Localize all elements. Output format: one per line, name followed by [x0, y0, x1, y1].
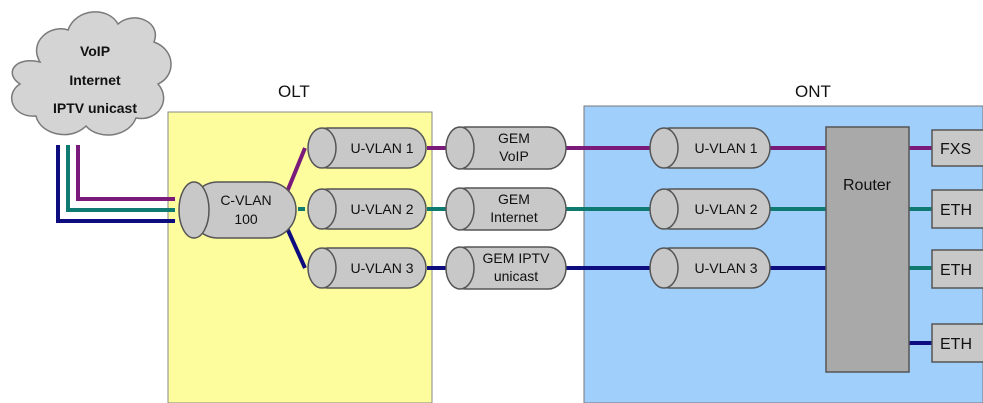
gem-iptv-line2: unicast: [494, 268, 538, 284]
ont-box: [583, 105, 983, 403]
port-eth-2: ETH: [931, 249, 983, 289]
ont-uvlan3-tunnel: U-VLAN 3: [649, 247, 771, 289]
ont-uvlan2-label: U-VLAN 2: [694, 201, 757, 217]
port-eth-1: ETH: [931, 189, 983, 229]
cloud-line-internet: Internet: [69, 72, 121, 88]
olt-uvlan3-tunnel: U-VLAN 3: [307, 247, 427, 289]
olt-uvlan3-label: U-VLAN 3: [350, 260, 413, 276]
services-cloud: VoIP Internet IPTV unicast: [10, 11, 172, 136]
ont-uvlan1-label: U-VLAN 1: [694, 140, 757, 156]
gem-internet-line2: Internet: [490, 209, 538, 225]
link-cloud-internet: [66, 145, 175, 212]
router-label: Router: [843, 177, 892, 194]
gem-internet-line1: GEM: [498, 191, 530, 207]
olt-uvlan1-label: U-VLAN 1: [350, 140, 413, 156]
gem-iptv-line1: GEM IPTV: [483, 250, 551, 266]
cloud-line-iptv: IPTV unicast: [53, 100, 137, 116]
gem-voip-line2: VoIP: [499, 148, 529, 164]
ont-label: ONT: [795, 82, 831, 101]
link-cvlan-uvlan1: [285, 147, 307, 193]
cvlan-label-line1: C-VLAN: [220, 192, 271, 208]
gem-voip-tunnel: GEM VoIP: [445, 126, 567, 170]
router-box: [825, 126, 910, 373]
gem-internet-tunnel: GEM Internet: [445, 187, 567, 231]
ont-uvlan1-tunnel: U-VLAN 1: [649, 127, 771, 169]
port-eth1-label: ETH: [940, 202, 972, 219]
cvlan-tunnel: C-VLAN 100: [178, 181, 297, 239]
cvlan-label-line2: 100: [234, 211, 258, 227]
port-eth3-label: ETH: [940, 336, 972, 353]
link-cloud-iptv: [56, 145, 175, 223]
gem-voip-line1: GEM: [498, 130, 530, 146]
port-eth2-label: ETH: [940, 262, 972, 279]
port-fxs: FXS: [931, 129, 983, 167]
olt-uvlan2-tunnel: U-VLAN 2: [307, 188, 427, 230]
port-fxs-label: FXS: [940, 141, 971, 158]
ont-uvlan3-label: U-VLAN 3: [694, 260, 757, 276]
link-cloud-voip: [76, 145, 175, 201]
port-eth-3: ETH: [931, 323, 983, 363]
link-cvlan-uvlan3: [285, 227, 307, 269]
gem-iptv-tunnel: GEM IPTV unicast: [445, 246, 567, 290]
olt-uvlan2-label: U-VLAN 2: [350, 201, 413, 217]
olt-label: OLT: [278, 82, 310, 101]
olt-uvlan1-tunnel: U-VLAN 1: [307, 127, 427, 169]
ont-uvlan2-tunnel: U-VLAN 2: [649, 188, 771, 230]
cloud-line-voip: VoIP: [80, 43, 110, 59]
